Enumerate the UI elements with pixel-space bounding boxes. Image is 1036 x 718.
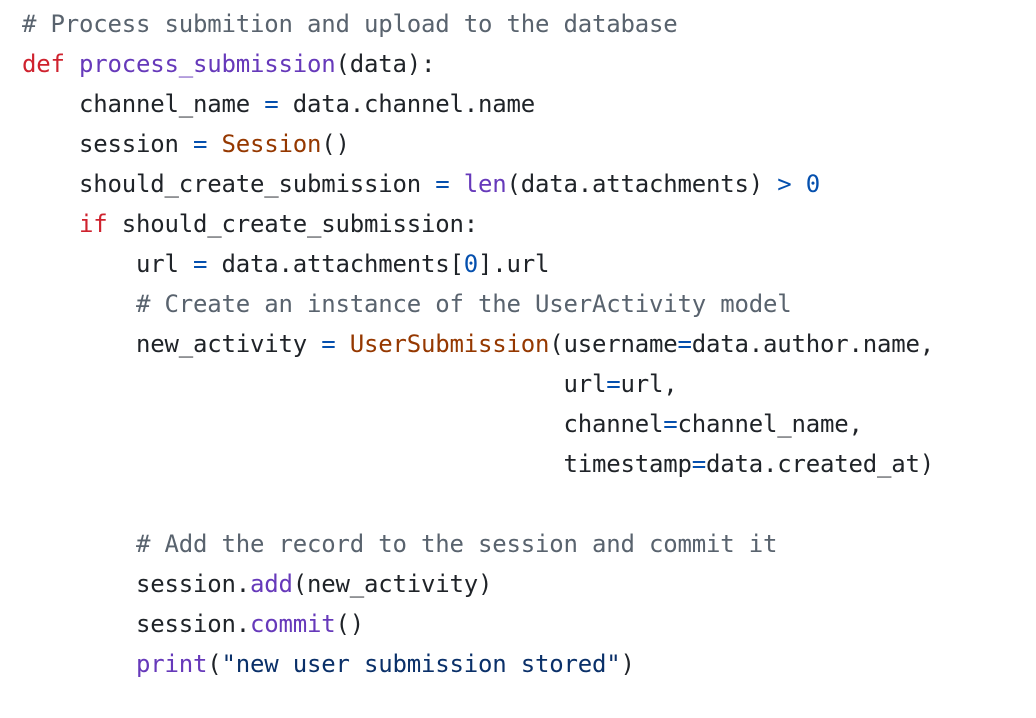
code-text — [207, 130, 221, 158]
code-text: (data): — [335, 50, 436, 78]
code-text: data.author.name, — [691, 330, 934, 358]
code-text: channel_name — [22, 90, 265, 118]
code-operator: = — [606, 370, 621, 398]
code-keyword: if — [79, 210, 108, 238]
code-builtin: print — [136, 650, 208, 678]
code-line: print("new user submission stored") — [22, 644, 1022, 684]
code-text: should_create_submission: — [107, 210, 478, 238]
code-operator: > — [777, 170, 792, 198]
code-text — [22, 530, 136, 558]
code-operator: = — [677, 330, 692, 358]
code-number: 0 — [805, 170, 820, 198]
code-class-name: Session — [221, 130, 322, 158]
code-line: new_activity = UserSubmission(username=d… — [22, 324, 1022, 364]
code-keyword: def — [22, 50, 65, 78]
code-text: (username — [549, 330, 678, 358]
code-line: session = Session() — [22, 124, 1022, 164]
code-line: def process_submission(data): — [22, 44, 1022, 84]
code-text: (data.attachments) — [506, 170, 778, 198]
code-text — [791, 170, 805, 198]
code-line: url = data.attachments[0].url — [22, 244, 1022, 284]
code-text: session. — [22, 570, 250, 598]
code-comment: # Create an instance of the UserActivity… — [136, 290, 792, 318]
code-text: data.channel.name — [278, 90, 535, 118]
code-text: url — [22, 370, 607, 398]
code-line: should_create_submission = len(data.atta… — [22, 164, 1022, 204]
code-text — [335, 330, 349, 358]
code-text: ) — [620, 650, 635, 678]
code-operator: = — [691, 450, 706, 478]
code-text: session. — [22, 610, 250, 638]
code-text — [65, 50, 79, 78]
code-function-name: commit — [250, 610, 336, 638]
code-operator: = — [435, 170, 450, 198]
code-builtin: len — [463, 170, 507, 198]
code-line: url=url, — [22, 364, 1022, 404]
code-function-name: process_submission — [79, 50, 336, 78]
code-text: channel_name, — [677, 410, 863, 438]
code-line: if should_create_submission: — [22, 204, 1022, 244]
code-operator: = — [321, 330, 336, 358]
code-operator: = — [193, 130, 208, 158]
code-text: () — [321, 130, 350, 158]
code-text: data.created_at) — [705, 450, 934, 478]
code-text: timestamp — [22, 450, 692, 478]
code-line: timestamp=data.created_at) — [22, 444, 1022, 484]
code-text: should_create_submission — [22, 170, 436, 198]
code-line: session.commit() — [22, 604, 1022, 644]
code-text: new_activity — [22, 330, 322, 358]
code-text: ( — [207, 650, 222, 678]
code-block: # Process submition and upload to the da… — [22, 4, 1022, 704]
code-function-name: add — [250, 570, 293, 598]
code-text: data.attachments[ — [207, 250, 464, 278]
code-number: 0 — [463, 250, 478, 278]
code-string: "new user submission stored" — [221, 650, 621, 678]
code-operator: = — [264, 90, 279, 118]
code-line: # Add the record to the session and comm… — [22, 524, 1022, 564]
code-line: # Process submition and upload to the da… — [22, 4, 1022, 44]
code-text — [22, 650, 136, 678]
code-line: channel=channel_name, — [22, 404, 1022, 444]
code-comment: # Process submition and upload to the da… — [22, 10, 678, 38]
code-line — [22, 484, 1022, 524]
code-text: session — [22, 130, 193, 158]
code-line: # Create an instance of the UserActivity… — [22, 284, 1022, 324]
code-text: () — [335, 610, 365, 638]
code-text: (new_activity) — [292, 570, 493, 598]
code-operator: = — [663, 410, 678, 438]
code-text — [22, 210, 79, 238]
code-line: session.add(new_activity) — [22, 564, 1022, 604]
code-comment: # Add the record to the session and comm… — [136, 530, 778, 558]
code-text: channel — [22, 410, 664, 438]
code-text: url, — [620, 370, 678, 398]
code-text: url — [22, 250, 193, 278]
code-operator: = — [193, 250, 208, 278]
code-text: ].url — [478, 250, 550, 278]
code-line: channel_name = data.channel.name — [22, 84, 1022, 124]
code-class-name: UserSubmission — [349, 330, 550, 358]
code-text — [449, 170, 463, 198]
code-text — [22, 290, 136, 318]
